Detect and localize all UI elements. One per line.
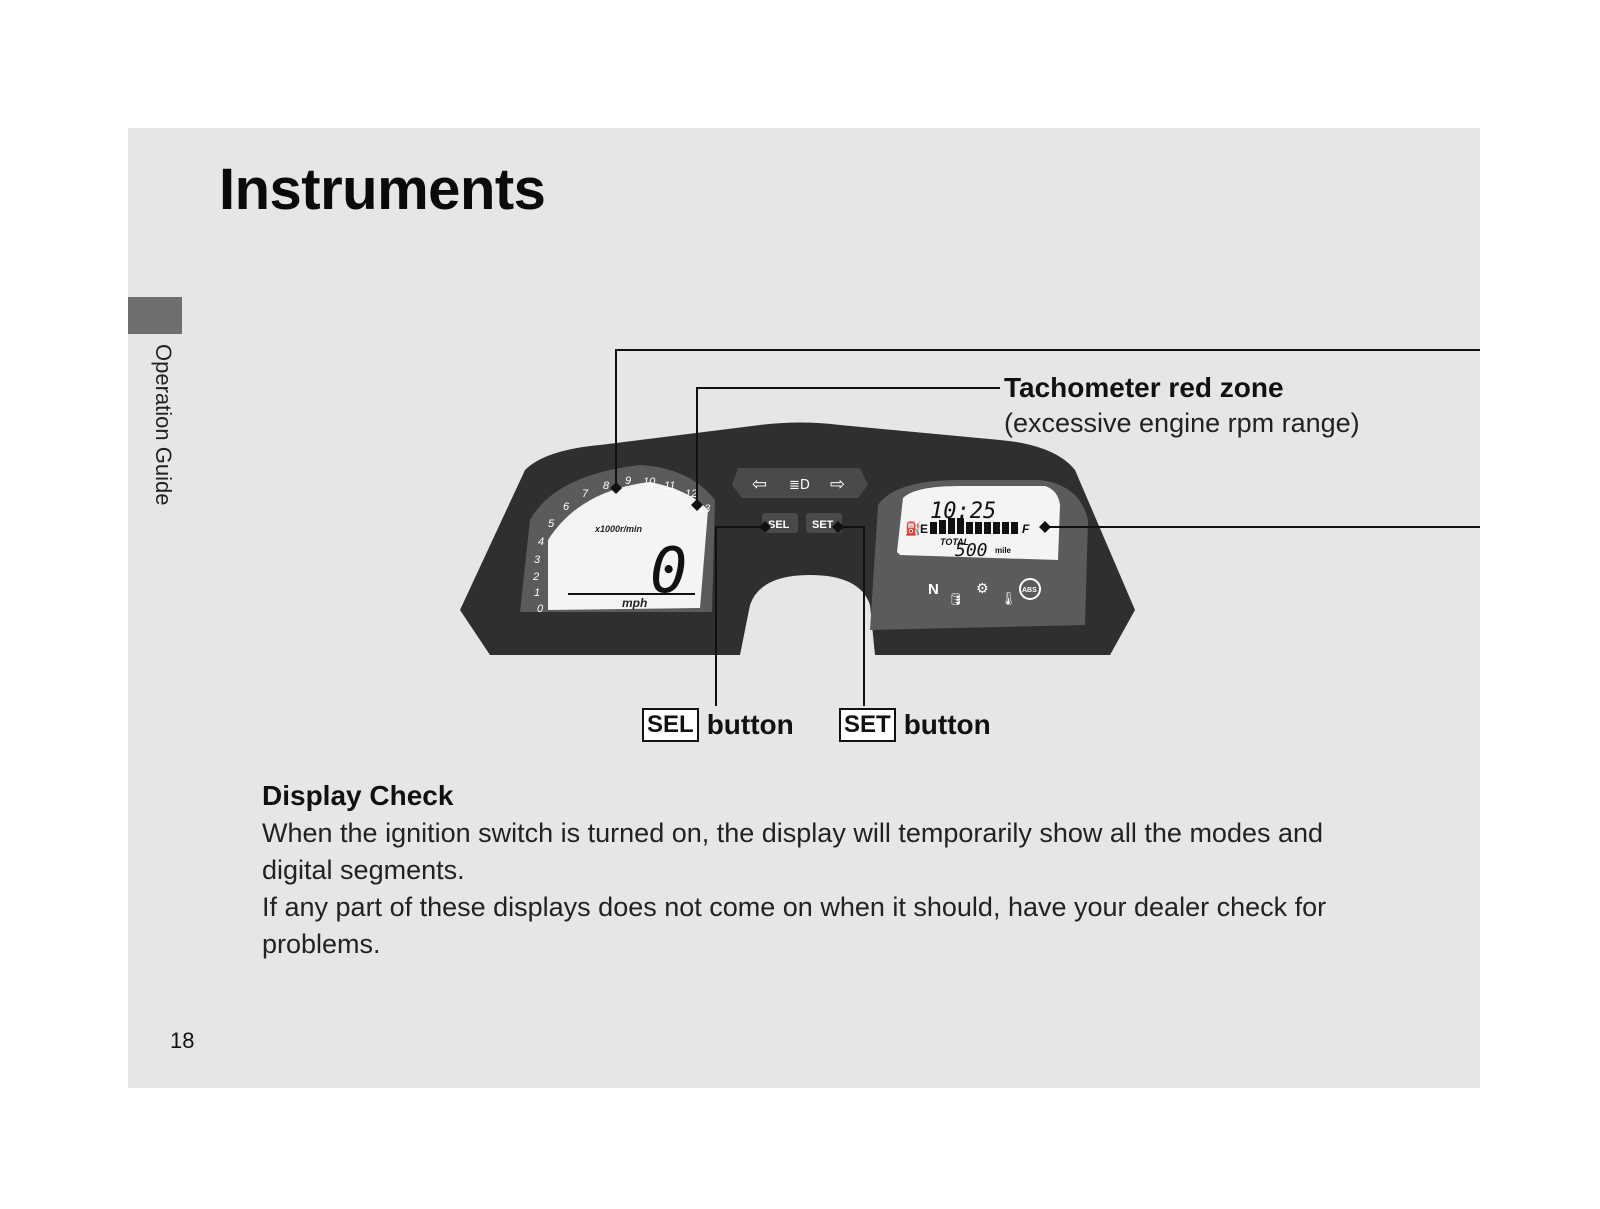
- sel-button-word: button: [706, 709, 794, 740]
- tach-tick-1: 1: [534, 587, 540, 599]
- leader-tach-red-zone: [696, 387, 1000, 505]
- odometer-readout: 500: [955, 540, 988, 561]
- abs-icon: [1019, 578, 1041, 600]
- tach-tick-10: 10: [643, 476, 656, 488]
- leader-set-button: [838, 526, 865, 706]
- high-beam-icon: ≣D: [789, 478, 810, 493]
- odometer-unit: mile: [995, 546, 1012, 555]
- oil-pressure-icon: 🛢: [948, 592, 963, 606]
- set-button-word: button: [903, 709, 991, 740]
- diamond-sel: [759, 521, 771, 533]
- diamond-lcd: [1039, 521, 1051, 533]
- fuel-empty-label: E: [920, 522, 928, 536]
- tach-unit-label: x1000r/min: [594, 524, 643, 534]
- tach-tick-3: 3: [534, 554, 541, 566]
- diamond-tach-8: [610, 482, 622, 494]
- tach-tick-5: 5: [548, 518, 555, 530]
- callout-tach-red-zone-title: Tachometer red zone: [1004, 372, 1284, 403]
- set-key-label: SET: [839, 708, 896, 742]
- tach-tick-9: 9: [625, 475, 631, 487]
- diamond-tach-red: [691, 499, 703, 511]
- leader-sel-button: [715, 526, 765, 706]
- speed-unit-label: mph: [622, 596, 647, 610]
- tach-tick-0: 0: [537, 603, 544, 615]
- tach-tick-8: 8: [603, 480, 610, 492]
- leader-to-top-edge: [615, 349, 1480, 488]
- sel-button-callout: SEL button: [642, 708, 794, 742]
- fuel-full-label: F: [1022, 522, 1030, 536]
- speed-readout: 0: [650, 534, 687, 607]
- tach-tick-12: 12: [685, 488, 697, 500]
- display-check-paragraph-2: If any part of these displays does not c…: [262, 892, 1327, 959]
- page-title: Instruments: [219, 157, 546, 222]
- turn-left-icon: ⇦: [752, 474, 767, 495]
- set-button-callout: SET button: [839, 708, 991, 742]
- display-check-paragraph-1: When the ignition switch is turned on, t…: [262, 818, 1324, 885]
- fuel-gauge-bars: [930, 518, 1018, 534]
- page-panel: [128, 128, 1480, 1088]
- leader-diamonds: [610, 482, 1051, 533]
- tach-tick-6: 6: [563, 501, 570, 513]
- leader-lines: [615, 349, 1480, 706]
- diamond-set: [832, 521, 844, 533]
- abs-icon-label: ABS: [1022, 587, 1037, 594]
- sel-key-label: SEL: [642, 708, 699, 742]
- tach-tick-7: 7: [582, 488, 589, 500]
- tach-tick-4: 4: [538, 536, 544, 548]
- sel-button-shape: [762, 513, 798, 533]
- engine-check-icon: ⚙: [976, 581, 989, 597]
- coolant-temp-icon: 🌡: [1000, 591, 1017, 607]
- set-button-label: SET: [812, 519, 834, 531]
- odometer-label: TOTAL: [940, 537, 969, 547]
- fuel-pump-icon: ⛽: [905, 521, 921, 537]
- display-check-heading: Display Check: [262, 780, 454, 811]
- neutral-indicator: N: [928, 581, 939, 598]
- section-tab-marker: [128, 297, 182, 334]
- tach-tick-2: 2: [532, 571, 539, 583]
- indicator-window: [732, 468, 868, 498]
- callout-tach-red-zone-sub: (excessive engine rpm range): [1004, 408, 1360, 438]
- tach-tick-11: 11: [664, 480, 675, 492]
- tachometer-lcd: [548, 482, 708, 610]
- page-number: 18: [170, 1028, 195, 1053]
- turn-right-icon: ⇨: [830, 474, 845, 495]
- sel-button-label: SEL: [768, 519, 790, 531]
